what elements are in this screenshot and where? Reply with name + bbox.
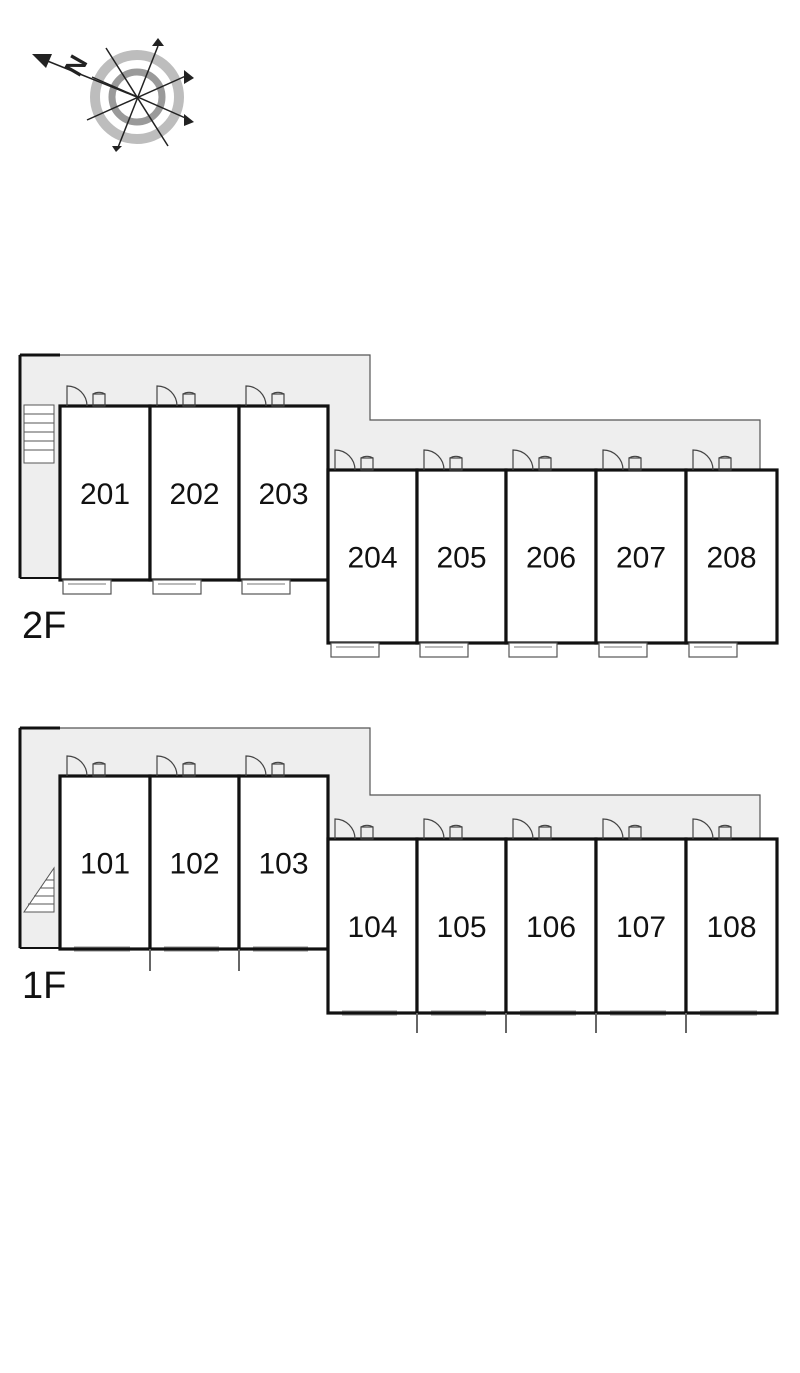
door-icon (334, 449, 374, 471)
window-mark (610, 1010, 666, 1016)
unit-number: 108 (706, 911, 756, 944)
balcony (598, 642, 648, 658)
floor-label: 2F (22, 605, 66, 647)
balcony (419, 642, 469, 658)
unit-room: 102 (148, 755, 241, 952)
door-icon (602, 449, 642, 471)
unit-room: 206 (504, 449, 598, 658)
window-mark (74, 946, 130, 952)
compass-rose-icon: N (32, 38, 194, 152)
unit-number: 204 (347, 542, 397, 575)
unit-number: 203 (258, 478, 308, 511)
unit-room: 205 (415, 449, 508, 658)
door-icon (245, 385, 285, 407)
unit-room: 103 (237, 755, 330, 952)
unit-room: 105 (415, 818, 508, 1016)
unit-number: 202 (169, 478, 219, 511)
door-icon (692, 449, 732, 471)
unit-room: 101 (58, 755, 152, 952)
window-mark (700, 1010, 757, 1016)
unit-room: 208 (684, 449, 779, 658)
floor-label: 1F (22, 965, 66, 1007)
door-icon (334, 818, 374, 840)
unit-number: 105 (436, 911, 486, 944)
door-icon (66, 755, 106, 777)
unit-room: 201 (58, 385, 152, 595)
unit-number: 208 (706, 542, 756, 575)
unit-number: 205 (436, 542, 486, 575)
floor-1f: 101 102 103 104 105 106 107 108 1F (18, 726, 779, 1033)
window-mark (520, 1010, 576, 1016)
door-icon (602, 818, 642, 840)
unit-room: 108 (684, 818, 779, 1016)
window-mark (253, 946, 308, 952)
north-label: N (58, 50, 93, 81)
window-mark (431, 1010, 486, 1016)
unit-number: 107 (616, 911, 666, 944)
balcony (508, 642, 558, 658)
unit-room: 202 (148, 385, 241, 595)
unit-number: 201 (80, 478, 130, 511)
unit-number: 103 (258, 848, 308, 881)
unit-room: 104 (326, 818, 419, 1016)
door-icon (512, 818, 552, 840)
balcony (241, 579, 291, 595)
door-icon (512, 449, 552, 471)
balcony (62, 579, 112, 595)
unit-room: 106 (504, 818, 598, 1016)
unit-number: 206 (526, 542, 576, 575)
unit-number: 207 (616, 542, 666, 575)
stairs-icon (23, 866, 55, 913)
units-2f: 201 202 203 204 205 206 207 208 (58, 385, 779, 658)
window-mark (164, 946, 219, 952)
units-1f: 101 102 103 104 105 106 107 108 (58, 755, 779, 1033)
door-icon (66, 385, 106, 407)
unit-number: 104 (347, 911, 397, 944)
door-icon (156, 755, 196, 777)
stairs-icon (23, 404, 55, 464)
floor-2f: 201 202 203 204 205 206 207 208 2F (18, 353, 779, 658)
balcony (688, 642, 738, 658)
door-icon (156, 385, 196, 407)
unit-room: 207 (594, 449, 688, 658)
unit-room: 203 (237, 385, 330, 595)
window-mark (342, 1010, 397, 1016)
door-icon (692, 818, 732, 840)
balcony (152, 579, 202, 595)
balcony (330, 642, 380, 658)
unit-number: 101 (80, 848, 130, 881)
door-icon (423, 449, 463, 471)
unit-number: 106 (526, 911, 576, 944)
unit-room: 204 (326, 449, 419, 658)
unit-number: 102 (169, 848, 219, 881)
door-icon (245, 755, 285, 777)
door-icon (423, 818, 463, 840)
unit-room: 107 (594, 818, 688, 1016)
